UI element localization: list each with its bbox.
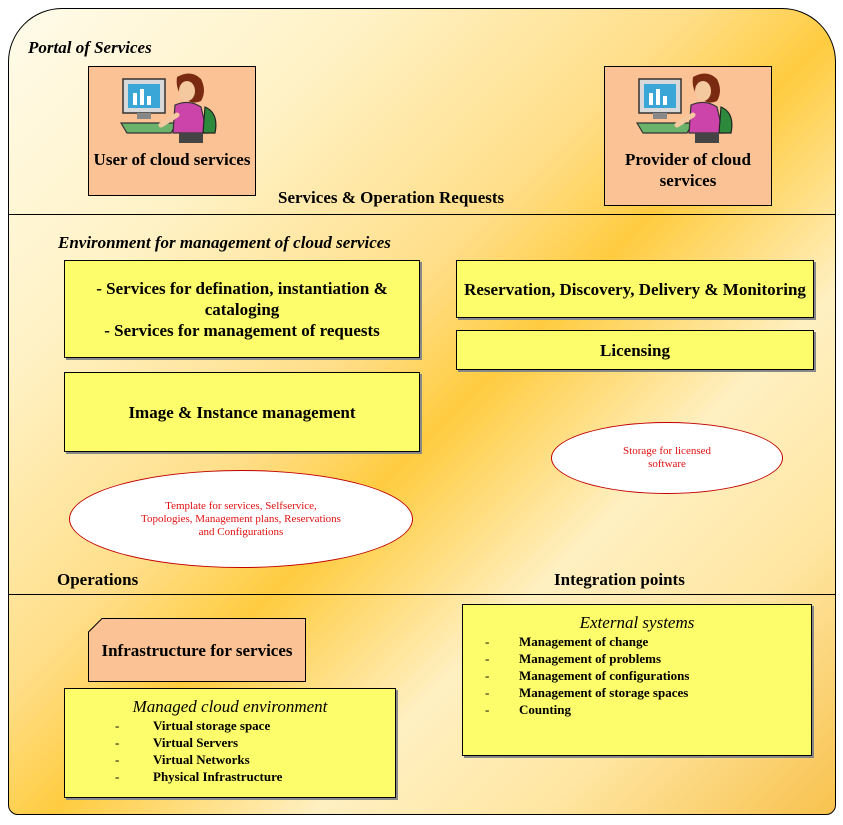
managed-environment-list: -Virtual storage space -Virtual Servers … <box>115 717 395 785</box>
operations-label: Operations <box>57 570 139 589</box>
user-actor: User of cloud services <box>88 66 256 196</box>
request-management-text: - Services for management of requests <box>104 320 380 340</box>
person-at-computer-icon <box>635 73 733 143</box>
infrastructure-label: Infrastructure for services <box>101 640 293 660</box>
list-item: -Management of change <box>485 634 649 649</box>
list-item: -Virtual storage space <box>115 718 271 733</box>
external-systems-box: External systems -Management of change -… <box>462 604 812 756</box>
list-item: -Virtual Servers <box>115 735 239 750</box>
definition-services-box: - Services for defination, instantiation… <box>64 260 420 358</box>
requests-label: Services & Operation Requests <box>278 188 505 207</box>
managed-environment-title: Managed cloud environment <box>132 697 328 716</box>
reservation-box: Reservation, Discovery, Delivery & Monit… <box>456 260 814 318</box>
integration-points-label: Integration points <box>554 570 685 589</box>
external-systems-list: -Management of change -Management of pro… <box>485 633 811 718</box>
portal-divider <box>9 214 835 215</box>
user-label: User of cloud services <box>93 150 251 169</box>
list-item: -Virtual Networks <box>115 752 250 767</box>
definition-services-text: - Services for defination, instantiation… <box>96 278 388 319</box>
person-at-computer-icon <box>119 73 217 143</box>
provider-label: Provider of cloud services <box>625 150 751 190</box>
infrastructure-shape <box>88 618 306 682</box>
licensing-box: Licensing <box>456 330 814 370</box>
template-ellipse: Template for services, Selfservice, Topo… <box>69 470 413 568</box>
list-item: -Physical Infrastructure <box>115 769 283 784</box>
list-item: -Counting <box>485 702 572 717</box>
infrastructure-box: Infrastructure for services <box>88 618 306 682</box>
list-item: -Management of problems <box>485 651 662 666</box>
image-instance-box: Image & Instance management <box>64 372 420 452</box>
storage-ellipse: Storage for licensed software <box>551 422 783 494</box>
managed-environment-box: Managed cloud environment -Virtual stora… <box>64 688 396 798</box>
portal-label: Portal of Services <box>28 38 152 57</box>
external-systems-title: External systems <box>579 613 695 632</box>
list-item: -Management of storage spaces <box>485 685 689 700</box>
environment-divider <box>9 594 835 595</box>
provider-actor: Provider of cloud services <box>604 66 772 206</box>
list-item: -Management of configurations <box>485 668 690 683</box>
environment-label: Environment for management of cloud serv… <box>58 233 391 252</box>
